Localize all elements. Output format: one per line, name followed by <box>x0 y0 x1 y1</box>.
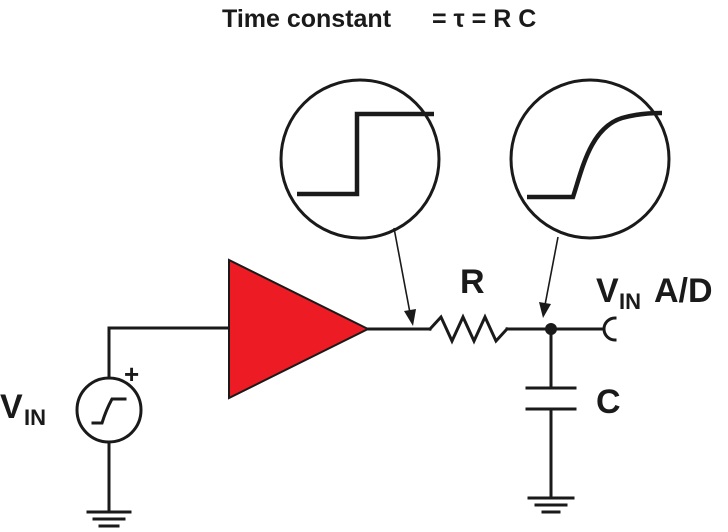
adc-input-terminal-icon <box>602 316 617 342</box>
capacitor-ground-icon <box>527 496 575 514</box>
adc-label-sub: IN <box>619 289 641 314</box>
scope-in-pointer-arrow <box>393 227 416 326</box>
rc-charge-waveform-scope-icon <box>509 78 671 240</box>
vin-label-sub: IN <box>24 405 46 430</box>
source-ground-icon <box>86 510 132 528</box>
capacitor-icon <box>525 327 577 500</box>
scope-out-pointer-arrow <box>539 236 559 318</box>
source-plus-sign: + <box>124 359 139 389</box>
resistor-label: R <box>460 263 485 301</box>
source-wires <box>107 326 231 514</box>
step-voltage-source-icon <box>75 376 143 444</box>
adc-label-main: V <box>596 272 619 310</box>
adc-label-suffix: A/D <box>654 272 713 310</box>
buffer-amplifier-icon <box>228 258 371 400</box>
title-formula: = τ = R C <box>432 5 536 33</box>
vin-label-main: V <box>0 388 23 426</box>
signal-wire <box>366 313 606 345</box>
step-waveform-scope-icon <box>279 78 441 240</box>
adc-input-label: V IN A/D <box>596 272 713 314</box>
vin-source-label: V IN <box>0 388 46 430</box>
title-prefix: Time constant <box>222 5 392 33</box>
capacitor-label: C <box>596 383 621 421</box>
